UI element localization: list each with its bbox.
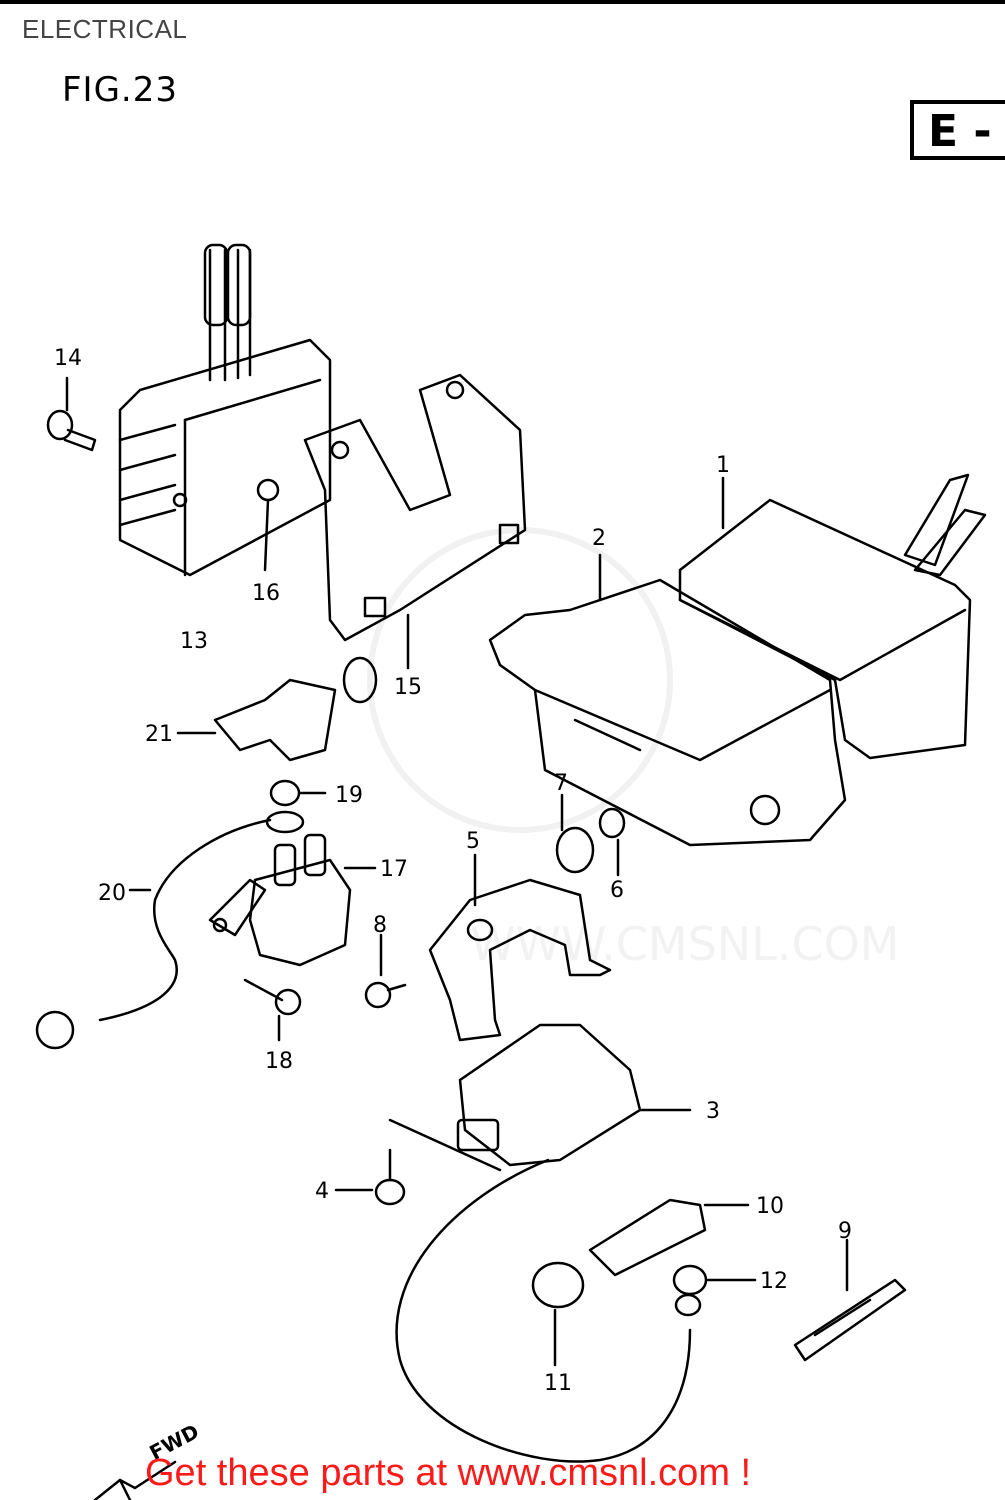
- part-9-clamp: [793, 1238, 907, 1362]
- part-16-nut: [256, 478, 280, 572]
- callout-17: 17: [380, 857, 408, 882]
- callout-20: 20: [98, 881, 126, 906]
- part-6-cap: [598, 807, 626, 877]
- callout-19: 19: [335, 783, 363, 808]
- callout-15: 15: [394, 675, 422, 700]
- top-rule: [0, 0, 1005, 4]
- callout-2: 2: [592, 526, 606, 551]
- part-19-nut: [269, 779, 327, 807]
- part-2-holder: [488, 553, 847, 847]
- callout-9: 9: [838, 1219, 852, 1244]
- part-13-regulator: [118, 243, 332, 577]
- callout-5: 5: [466, 829, 480, 854]
- part-12-fitting: [672, 1264, 757, 1317]
- part-7-grommet: [555, 793, 595, 874]
- part-4-bolt: [334, 1118, 502, 1206]
- fwd-arrow-icon: [93, 1460, 177, 1500]
- section-title: ELECTRICAL: [22, 14, 188, 44]
- part-10-plug-cap: [588, 1198, 750, 1277]
- callout-10: 10: [756, 1194, 784, 1219]
- callout-4: 4: [315, 1179, 329, 1204]
- callout-13: 13: [180, 629, 208, 654]
- callout-11: 11: [544, 1371, 572, 1396]
- part-5-bracket: [428, 853, 612, 1042]
- callout-21: 21: [145, 722, 173, 747]
- part-21-cap: [176, 656, 378, 762]
- callout-18: 18: [265, 1049, 293, 1074]
- part-17-starter-relay: [208, 833, 377, 967]
- part-1-cdi-unit: [678, 473, 987, 760]
- figure-label: FIG.23: [62, 70, 179, 110]
- callout-3: 3: [706, 1099, 720, 1124]
- part-14-bolt: [46, 376, 97, 452]
- callout-8: 8: [373, 913, 387, 938]
- footer-link[interactable]: Get these parts at www.cmsnl.com !: [145, 1452, 752, 1494]
- part-18-screw: [243, 978, 302, 1042]
- callout-1: 1: [716, 453, 730, 478]
- callout-7: 7: [554, 771, 568, 796]
- part-3-ignition-coil: [456, 1023, 692, 1167]
- callout-12: 12: [760, 1269, 788, 1294]
- part-8-bolt: [364, 933, 407, 1009]
- svg-text:WWW.CMSNL.COM: WWW.CMSNL.COM: [470, 917, 899, 971]
- callout-16: 16: [252, 581, 280, 606]
- watermark: WWW.CMSNL.COM: [367, 527, 899, 971]
- callouts: 1 2 3 4 5 6 7 8 9 10 11 12 13 14 15 16 1…: [54, 346, 852, 1396]
- callout-14: 14: [54, 346, 82, 371]
- figure-badge-text: E -: [928, 106, 992, 157]
- part-20-lead-wire: [35, 810, 305, 1050]
- high-tension-cord: [395, 1158, 692, 1463]
- part-11-cap: [531, 1261, 585, 1367]
- callout-6: 6: [610, 878, 624, 903]
- figure-badge: E -: [910, 100, 1005, 160]
- part-15-bracket: [303, 373, 527, 670]
